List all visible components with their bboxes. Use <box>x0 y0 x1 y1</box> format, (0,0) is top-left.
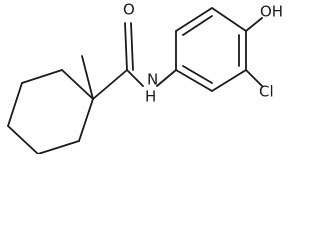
carbonyl-oxygen-label: O <box>123 1 135 19</box>
carbonyl-nitrogen-bond <box>126 69 144 87</box>
amide-nitrogen-label: N <box>147 71 158 89</box>
hydroxyl-bond <box>245 17 263 32</box>
benzene-ring <box>175 7 247 92</box>
methyl-bond <box>81 55 94 100</box>
nitrogen-ring-bond <box>156 69 177 87</box>
chlorine-label: Cl <box>259 83 274 101</box>
chlorine-bond <box>245 69 263 87</box>
c1-carbonyl-bond <box>92 69 128 100</box>
chemical-structure-diagram: O N H OH Cl <box>7 1 283 154</box>
carbonyl-double-bond <box>124 22 134 71</box>
cyclohexane-ring <box>7 69 94 154</box>
hydroxyl-label: OH <box>260 3 283 21</box>
amide-hydrogen-label: H <box>145 88 156 106</box>
